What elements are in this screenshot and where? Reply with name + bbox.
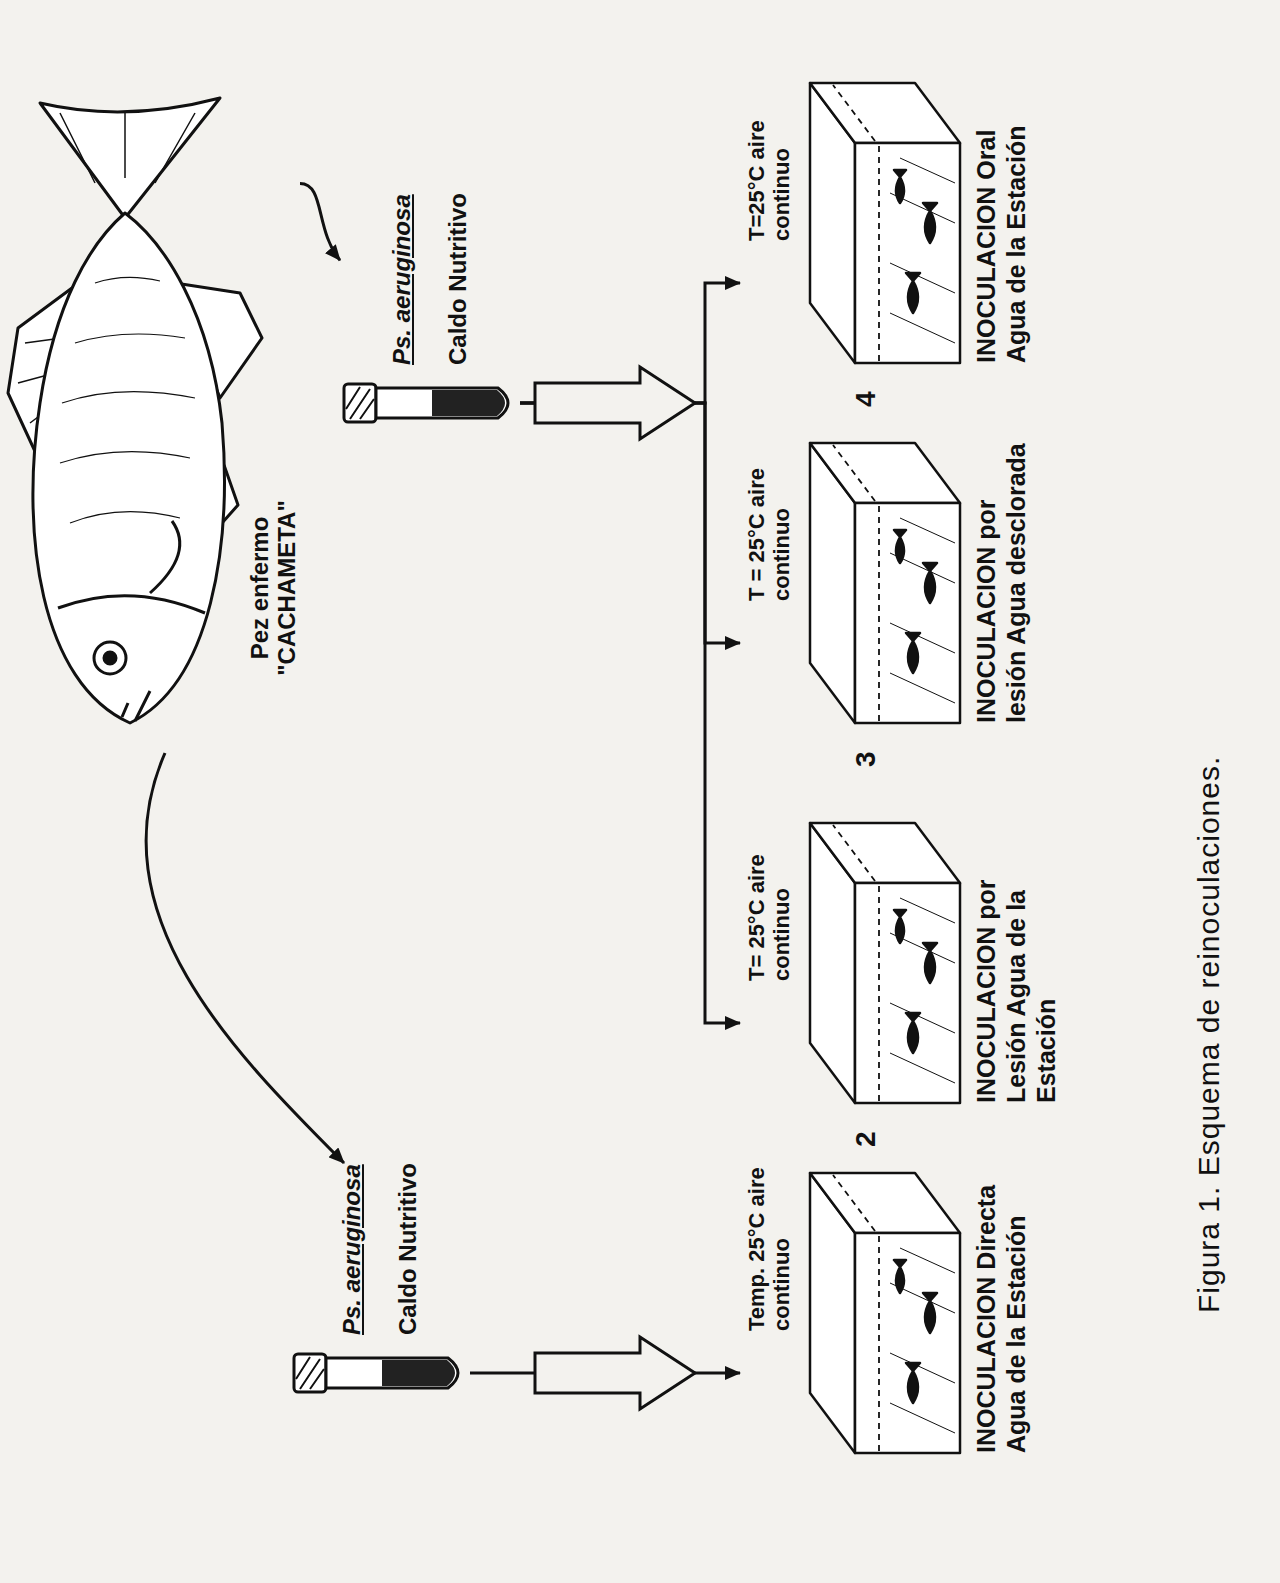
tank-drawing [795, 433, 965, 733]
tank-box: T = 25°C aire continuo INOCULACION por le… [740, 433, 1035, 733]
callout-number: 4 [850, 391, 882, 407]
tube-labels: Ps. aeruginosa Caldo Nutritivo [290, 1163, 422, 1343]
tank-box: T=25°C aire continuo INOCULACION Oral Agu… [740, 73, 1035, 373]
tube-labels: Ps. aeruginosa Caldo Nutritivo [340, 193, 472, 373]
callout-number: 3 [850, 751, 882, 767]
test-tube [340, 373, 520, 433]
conditions-label: T = 25°C aire continuo [740, 433, 795, 601]
inoculation-label: INOCULACION Oral Agua de la Estación [965, 73, 1035, 373]
tank-box: T= 25°C aire continuo INOCULACION por Les… [740, 813, 1065, 1113]
fish-node: Pez enfermo "CACHAMETA" [0, 83, 300, 753]
flow-arrow [520, 403, 740, 643]
medium-name: Caldo Nutritivo [444, 193, 472, 365]
flow-arrow [300, 184, 340, 261]
conditions-label: T= 25°C aire continuo [740, 813, 795, 981]
conditions-label: T=25°C aire continuo [740, 73, 795, 241]
tank-drawing [795, 813, 965, 1113]
test-tube [290, 1343, 470, 1403]
figure-caption: Figura 1. Esquema de reinoculaciones. [1192, 533, 1226, 1313]
species-name: Ps. aeruginosa [338, 1163, 366, 1335]
fish-label: Pez enfermo "CACHAMETA" [247, 483, 300, 693]
inoculation-label: INOCULACION por Lesión Agua de la Estaci… [965, 813, 1065, 1113]
medium-name: Caldo Nutritivo [394, 1163, 422, 1335]
flow-arrow [146, 753, 344, 1163]
culture-tube: Ps. aeruginosa Caldo Nutritivo [340, 193, 520, 433]
tank-drawing [795, 1163, 965, 1463]
inoculation-label: INOCULACION Directa Agua de la Estación [965, 1163, 1035, 1463]
species-name: Ps. aeruginosa [388, 193, 416, 365]
conditions-label: Temp. 25°C aire continuo [740, 1163, 795, 1331]
tank-box: Temp. 25°C aire continuo INOCULACION Dire… [740, 1163, 1035, 1463]
inoculation-label: INOCULACION por lesión Agua desclorada [965, 433, 1035, 733]
callout-number: 2 [850, 1131, 882, 1147]
flow-arrow [520, 403, 740, 1023]
tank-drawing [795, 73, 965, 373]
culture-tube: Ps. aeruginosa Caldo Nutritivo [290, 1163, 470, 1403]
